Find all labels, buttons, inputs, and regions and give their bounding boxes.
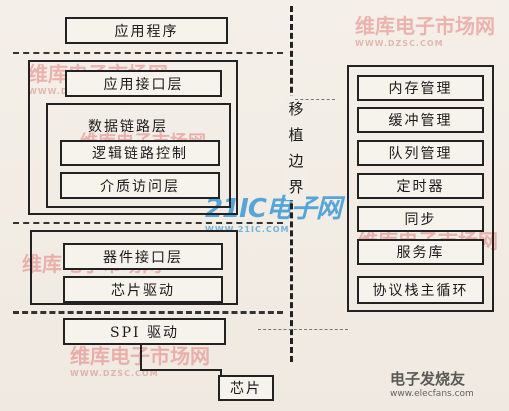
logo-elecfans-text: 电子发烧友	[390, 370, 466, 388]
logical-link-control-box: 逻辑链路控制	[60, 140, 220, 166]
media-access-layer-box: 介质访问层	[60, 172, 220, 199]
queue-management-box: 队列管理	[357, 140, 484, 166]
memory-management-label: 内存管理	[388, 81, 453, 97]
watermark-brand-top: 维库电子市场网 WWW.DZSC.COM	[355, 10, 495, 48]
upper-outer-frame	[28, 60, 238, 215]
chip-driver-box: 芯片驱动	[63, 276, 223, 303]
spi-chip-connector-vertical	[140, 345, 142, 371]
logo-elecfans: 电子发烧友 www.elecfans.com	[390, 368, 474, 399]
application-box: 应用程序	[65, 17, 228, 44]
device-interface-layer-label: 器件接口层	[103, 249, 183, 266]
spi-driver-box: SPI 驱动	[63, 318, 226, 345]
right-outer-frame	[347, 65, 494, 312]
application-label: 应用程序	[114, 23, 179, 40]
media-access-layer-label: 介质访问层	[100, 178, 180, 195]
faint-line-b	[258, 329, 348, 330]
data-link-layer-frame	[46, 103, 231, 208]
divider-middle	[13, 222, 283, 224]
spi-driver-label: SPI 驱动	[110, 324, 179, 341]
memory-management-box: 内存管理	[357, 75, 484, 101]
divider-lower	[13, 311, 283, 314]
data-link-layer-label: 数据链路层	[88, 119, 168, 135]
service-library-label: 服务库	[396, 245, 445, 261]
chip-label: 芯片	[230, 381, 262, 397]
service-library-box: 服务库	[357, 239, 484, 265]
buffer-management-box: 缓冲管理	[357, 107, 484, 133]
lower-outer-frame	[30, 230, 238, 305]
synchronization-label: 同步	[404, 212, 437, 228]
watermark-url-text: WWW.DZSC.COM	[355, 39, 444, 48]
device-interface-layer-box: 器件接口层	[63, 243, 223, 270]
logical-link-control-label: 逻辑链路控制	[92, 146, 188, 162]
app-interface-layer-box: 应用接口层	[65, 70, 222, 97]
queue-management-label: 队列管理	[388, 146, 453, 162]
app-interface-layer-label: 应用接口层	[103, 76, 184, 93]
chip-box: 芯片	[218, 375, 274, 401]
buffer-management-label: 缓冲管理	[388, 113, 453, 129]
timer-label: 定时器	[396, 179, 445, 195]
spi-chip-connector-drop	[220, 369, 222, 376]
porting-boundary-label: 移植边界	[286, 96, 306, 200]
timer-box: 定时器	[357, 173, 484, 199]
chip-driver-label: 芯片驱动	[111, 282, 175, 299]
watermark-brand-text: 维库电子市场网	[355, 14, 495, 38]
protocol-stack-main-loop-label: 协议栈主循环	[372, 283, 469, 299]
divider-top	[13, 52, 283, 54]
protocol-stack-main-loop-box: 协议栈主循环	[357, 276, 484, 304]
logo-elecfans-url: www.elecfans.com	[390, 389, 474, 399]
faint-line-a	[295, 99, 335, 100]
synchronization-box: 同步	[357, 206, 484, 232]
spi-chip-connector-horizontal	[140, 369, 222, 371]
